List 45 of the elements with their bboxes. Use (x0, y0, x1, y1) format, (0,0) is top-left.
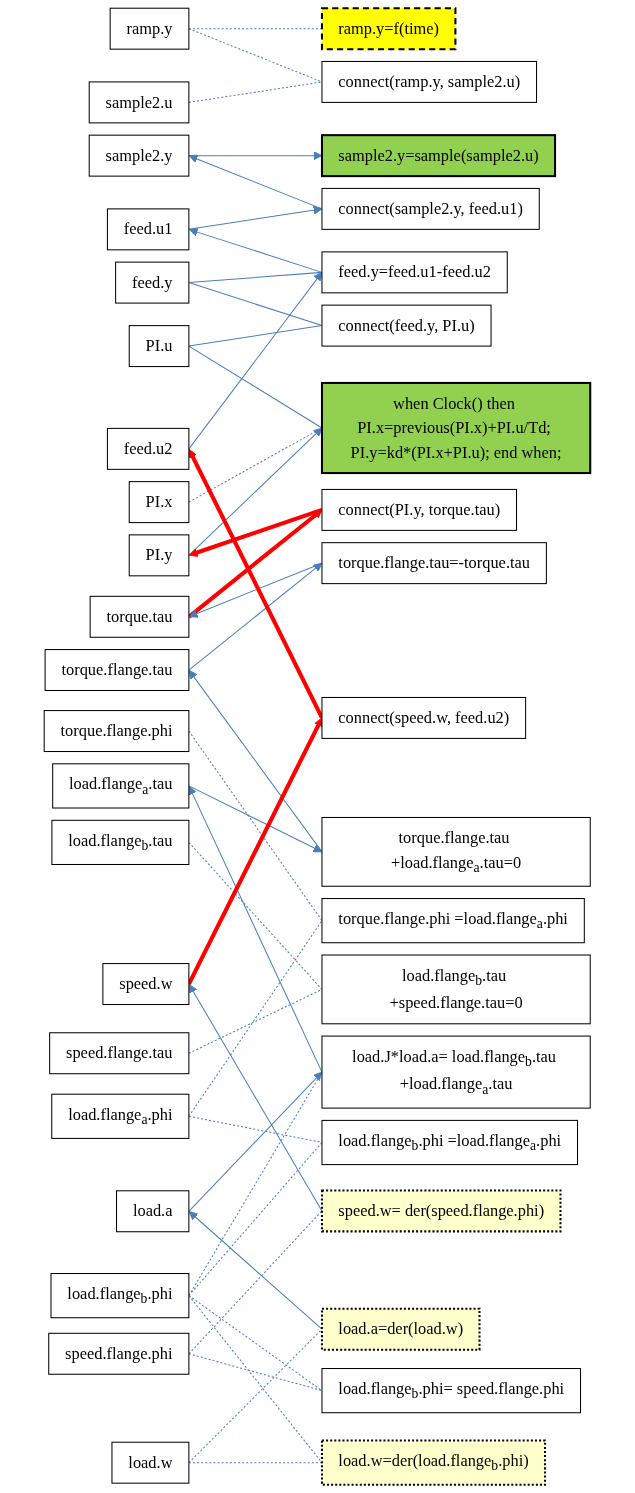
node-box: speed.flange.phi (48, 1332, 190, 1375)
node-box: torque.flange.phi (43, 710, 190, 753)
node-box: torque.flange.tau=-torque.tau (321, 542, 548, 585)
node-box: feed.y (115, 261, 190, 304)
node-box: PI.x (129, 481, 190, 524)
node-box: load.flange$_{b}$.tau (51, 819, 190, 865)
node-box: load.w (111, 1441, 190, 1484)
node-box: load.flange$_{b}$.phi= speed.flange.phi (321, 1368, 582, 1414)
arrow (189, 154, 323, 210)
node-box: load.flange$_{a}$.phi (51, 1093, 190, 1139)
node-box: speed.flange.tau (49, 1032, 190, 1075)
node-box: PI.y (129, 534, 190, 577)
node-box: when Clock() then PI.x=previous(PI.x)+PI.u/Td; PI.y=kd*(PI.x+PI.u); end when; (321, 381, 592, 475)
node-box: feed.u1 (107, 208, 190, 251)
node-box: connect(feed.y, PI.u) (321, 304, 492, 347)
arrow (189, 669, 323, 853)
node-box: feed.y=feed.u1-feed.u2 (321, 251, 509, 294)
node-box: speed.w= der(speed.flange.phi) (321, 1189, 562, 1233)
arrow (189, 227, 323, 273)
node-box: speed.w (102, 963, 190, 1006)
node-box: ramp.y (109, 7, 190, 50)
node-box: sample2.y (88, 134, 190, 177)
node-box: torque.flange.tau (44, 649, 190, 691)
node-box: sample2.y=sample(sample2.u) (321, 134, 557, 178)
node-box: connect(ramp.y, sample2.u) (321, 60, 538, 103)
node-box: load.a (116, 1190, 190, 1233)
node-box: load.flange$_{b}$.phi (50, 1273, 190, 1319)
node-box: load.flange$_{b}$.phi =load.flange$_{a}$.phi (321, 1119, 579, 1166)
node-box: torque.tau (89, 595, 190, 638)
node-box: load.flange$_{b}$.tau +speed.flange.tau=0 (321, 954, 591, 1025)
node-box: load.w=der(load.flange$_{b}$.phi) (321, 1439, 547, 1486)
node-box: torque.flange.phi =load.flange$_{a}$.phi (321, 898, 586, 944)
arrow (189, 507, 323, 557)
node-box: load.a=der(load.w) (321, 1307, 481, 1351)
node-box: load.flange$_{a}$.tau (52, 763, 190, 809)
node-box: connect(speed.w, feed.u2) (321, 696, 527, 739)
node-box: load.J*load.a= load.flange$_{b}$.tau +load.flange$_{a}$.tau (321, 1035, 591, 1109)
node-box: ramp.y=f(time) (321, 7, 457, 51)
node-box: connect(sample2.y, feed.u1) (321, 187, 541, 230)
node-box: feed.u2 (107, 427, 190, 470)
node-box: PI.u (129, 325, 190, 368)
node-box: sample2.u (88, 81, 190, 124)
node-box: torque.flange.tau +load.flange$_{a}$.tau=0 (321, 816, 591, 887)
node-box: connect(PI.y, torque.tau) (321, 488, 518, 531)
arrow (189, 1211, 323, 1330)
